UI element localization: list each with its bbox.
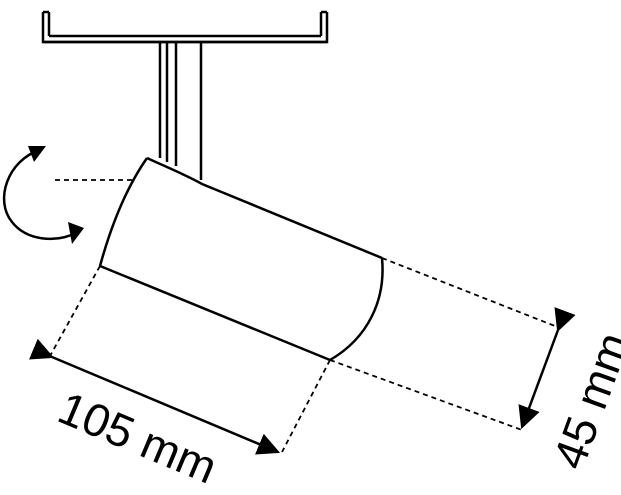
length-dimension-label: 105 mm: [51, 381, 224, 493]
rotation-arrow-icon: [2, 148, 79, 240]
mounting-stem: [158, 42, 203, 180]
rotation-arrowhead-top: [28, 146, 46, 162]
diameter-dimension-label: 45 mm: [543, 326, 621, 476]
rotation-arrowhead-bottom: [68, 222, 84, 244]
track-rail: [41, 10, 329, 44]
spotlight-head: [98, 156, 384, 362]
length-dimension-line: [28, 338, 281, 455]
diameter-dimension-line: [518, 307, 576, 430]
